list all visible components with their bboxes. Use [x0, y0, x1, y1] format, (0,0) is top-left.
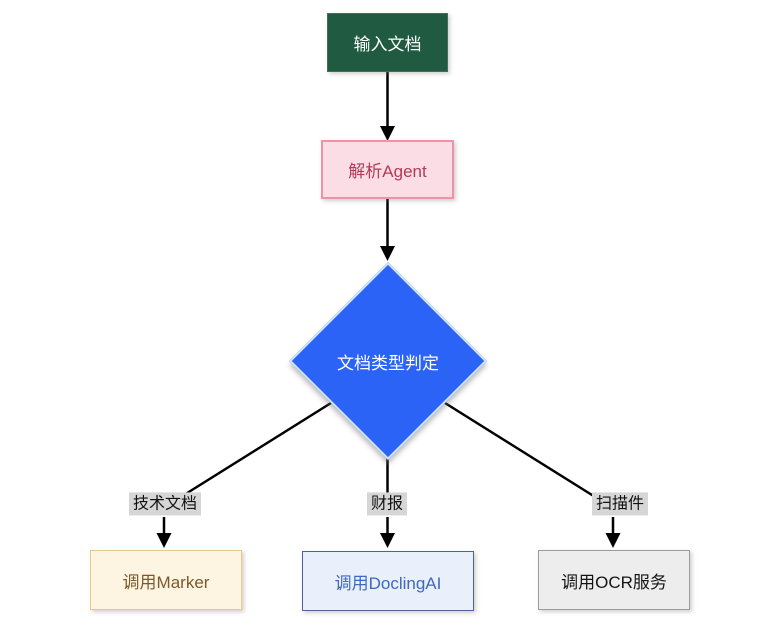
node-parse-agent-label: 解析Agent: [348, 162, 427, 181]
arrowhead-icon: [380, 533, 395, 548]
edge-label-technical-document: 技术文档: [128, 492, 202, 516]
node-call-ocr-service-label: 调用OCR服务: [561, 572, 667, 592]
decision-label-text: 文档类型判定: [337, 353, 439, 373]
edge-label-scanned-copy-text: 扫描件: [595, 495, 645, 513]
arrowhead-icon: [156, 533, 172, 548]
arrowhead-icon: [605, 533, 621, 548]
node-call-ocr-service: 调用OCR服务: [538, 550, 690, 610]
node-doc-type-decision-label: 文档类型判定: [288, 261, 488, 461]
arrowhead-icon: [380, 246, 395, 261]
edge-label-scanned-copy: 扫描件: [591, 492, 649, 516]
edge-decision-tech-line: [175, 401, 332, 502]
node-input-document: 输入文档: [327, 13, 448, 72]
edge-label-financial-report: 财报: [366, 492, 408, 516]
edge-label-technical-document-text: 技术文档: [132, 495, 198, 513]
node-call-docling-ai-label: 调用DoclingAI: [334, 573, 442, 593]
edge-label-financial-report-text: 财报: [370, 495, 404, 513]
node-call-marker: 调用Marker: [90, 550, 242, 610]
node-parse-agent: 解析Agent: [321, 140, 454, 199]
node-call-docling-ai: 调用DoclingAI: [302, 551, 474, 611]
node-call-marker-label: 调用Marker: [122, 572, 210, 592]
node-input-document-label: 输入文档: [353, 35, 422, 54]
edge-decision-scan-line: [444, 401, 601, 502]
arrowhead-icon: [380, 126, 395, 141]
